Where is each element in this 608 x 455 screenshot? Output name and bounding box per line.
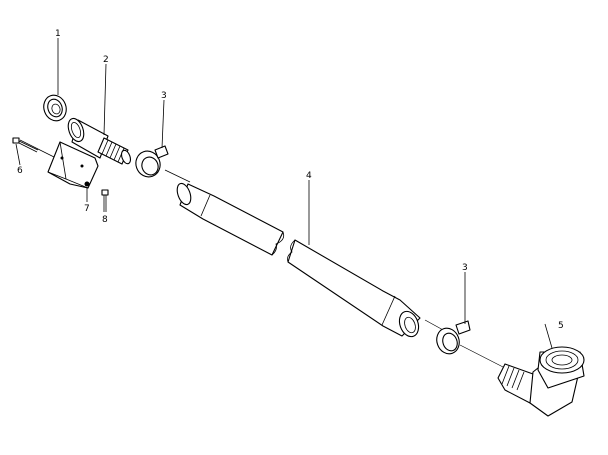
part-4-drain-hose-lower bbox=[287, 239, 421, 338]
mounting-bracket bbox=[47, 141, 99, 189]
callout-6: 6 bbox=[17, 166, 23, 176]
callout-8: 8 bbox=[102, 215, 108, 225]
part-6-screw bbox=[12, 137, 39, 153]
part-1-seal-ring bbox=[43, 94, 67, 122]
part-3-hose-clamp-left bbox=[135, 145, 169, 178]
callout-labels: 1 2 3 4 3 5 6 7 8 bbox=[17, 29, 564, 331]
callout-2: 2 bbox=[103, 55, 109, 65]
part-8-bolt bbox=[101, 189, 109, 212]
callout-7: 7 bbox=[84, 204, 90, 214]
callout-3-left: 3 bbox=[161, 91, 167, 101]
part-7-nut bbox=[84, 181, 90, 187]
part-4-drain-hose-upper bbox=[176, 182, 285, 256]
callout-leaders bbox=[15, 38, 553, 349]
part-5-elbow-fitting bbox=[497, 346, 585, 417]
callout-1: 1 bbox=[55, 29, 61, 39]
callout-5: 5 bbox=[558, 321, 564, 331]
callout-3-right: 3 bbox=[462, 263, 468, 273]
callout-4: 4 bbox=[306, 171, 312, 181]
part-3-hose-clamp-right bbox=[436, 320, 471, 355]
part-2-outlet-fitting bbox=[67, 117, 132, 165]
